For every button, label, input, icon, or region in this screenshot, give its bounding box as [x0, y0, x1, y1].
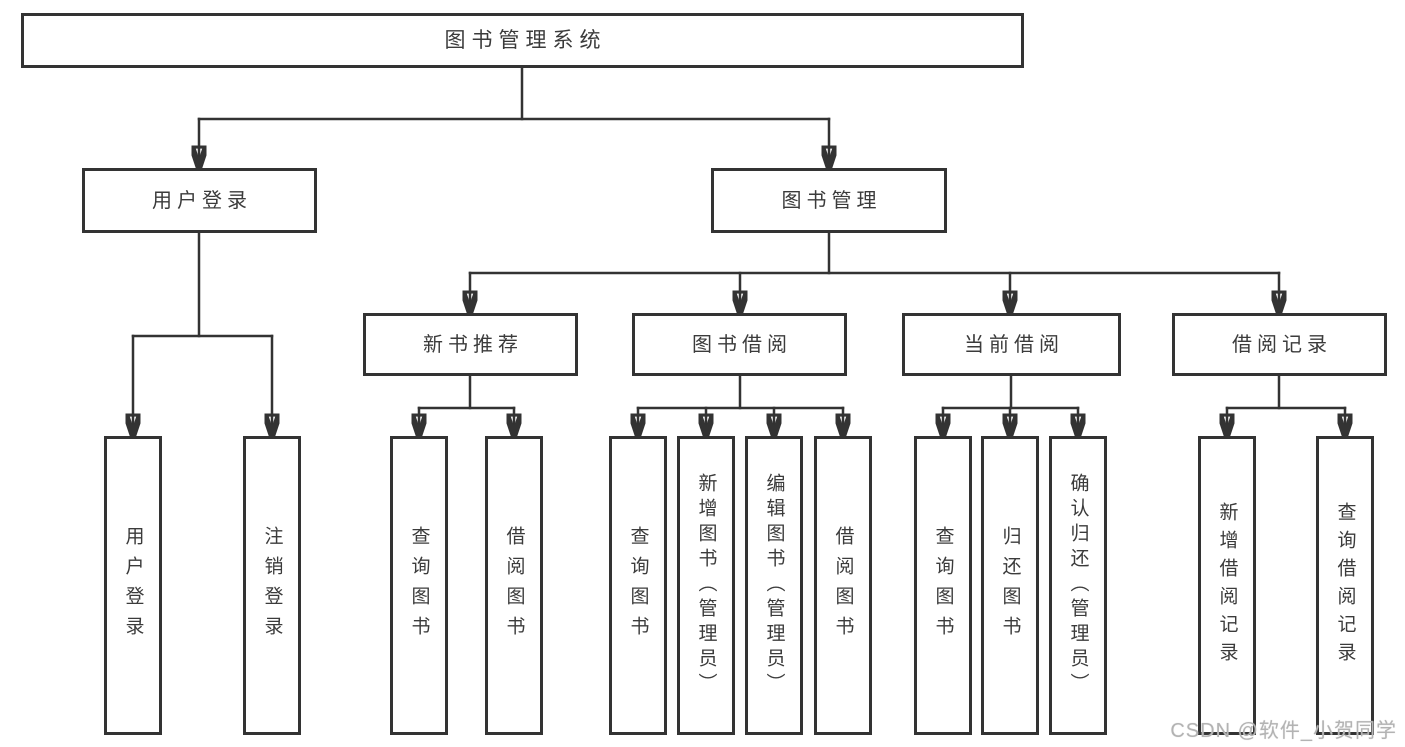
leaf-current-return: 归还图书	[981, 436, 1039, 735]
leaf-newbook-query: 查询图书	[390, 436, 448, 735]
node-book-mgmt: 图书管理	[711, 168, 947, 233]
node-user-login: 用户登录	[82, 168, 317, 233]
node-book-borrow-label: 图书借阅	[692, 333, 792, 356]
leaf-borrow-borrow: 借阅图书	[814, 436, 872, 735]
node-borrow-records-label: 借阅记录	[1232, 333, 1332, 356]
leaf-current-confirm-label: 确认归还（管理员）	[1067, 473, 1089, 698]
leaf-newbook-borrow-label: 借阅图书	[503, 525, 525, 646]
leaf-logout: 注销登录	[243, 436, 301, 735]
leaf-newbook-query-label: 查询图书	[408, 525, 430, 646]
leaf-borrow-borrow-label: 借阅图书	[832, 525, 854, 646]
leaf-current-query: 查询图书	[914, 436, 972, 735]
node-book-mgmt-label: 图书管理	[781, 189, 882, 212]
leaf-borrow-add: 新增图书（管理员）	[677, 436, 735, 735]
node-new-book-label: 新书推荐	[423, 333, 523, 356]
leaf-borrow-edit-label: 编辑图书（管理员）	[763, 473, 785, 698]
node-borrow-records: 借阅记录	[1172, 313, 1387, 376]
leaf-current-query-label: 查询图书	[932, 525, 954, 646]
leaf-records-add-label: 新增借阅记录	[1216, 501, 1238, 670]
leaf-newbook-borrow: 借阅图书	[485, 436, 543, 735]
node-current-borrow-label: 当前借阅	[964, 333, 1064, 356]
leaf-user-login: 用户登录	[104, 436, 162, 735]
leaf-user-login-label: 用户登录	[122, 525, 144, 646]
leaf-borrow-add-label: 新增图书（管理员）	[695, 473, 717, 698]
leaf-current-return-label: 归还图书	[999, 525, 1021, 646]
node-book-borrow: 图书借阅	[632, 313, 847, 376]
node-user-login-label: 用户登录	[152, 189, 252, 212]
leaf-records-add: 新增借阅记录	[1198, 436, 1256, 735]
leaf-records-query: 查询借阅记录	[1316, 436, 1374, 735]
leaf-current-confirm: 确认归还（管理员）	[1049, 436, 1107, 735]
leaf-borrow-query-label: 查询图书	[627, 525, 649, 646]
node-root-label: 图书管理系统	[444, 29, 607, 52]
node-current-borrow: 当前借阅	[902, 313, 1121, 376]
leaf-logout-label: 注销登录	[261, 525, 283, 646]
leaf-records-query-label: 查询借阅记录	[1334, 501, 1356, 670]
leaf-borrow-edit: 编辑图书（管理员）	[745, 436, 803, 735]
node-new-book: 新书推荐	[363, 313, 578, 376]
csdn-watermark: CSDN @软件_小贺同学	[1170, 720, 1397, 742]
leaf-borrow-query: 查询图书	[609, 436, 667, 735]
node-root: 图书管理系统	[21, 13, 1024, 68]
